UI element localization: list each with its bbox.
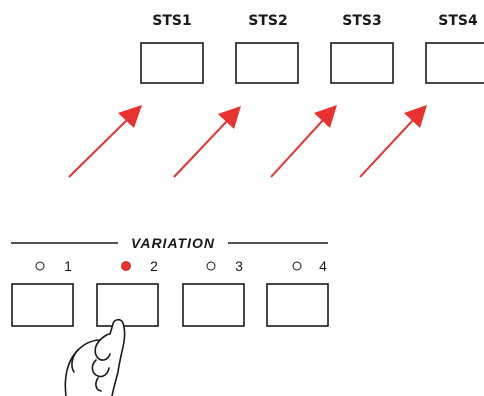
sts1-label: STS1 — [152, 13, 191, 29]
variation-4-number: 4 — [319, 258, 327, 274]
variation-2-button[interactable] — [96, 283, 159, 327]
arrow-icon-2 — [173, 106, 241, 178]
pointing-hand-icon — [64, 318, 126, 396]
arrow-icon-3 — [270, 105, 337, 178]
sts3-label: STS3 — [342, 13, 381, 29]
sts3-button[interactable] — [330, 42, 394, 84]
variation-4-led — [292, 261, 302, 271]
sts2-label: STS2 — [248, 13, 287, 29]
variation-2-led — [121, 261, 131, 271]
sts4-button[interactable] — [425, 42, 484, 84]
variation-3-led — [206, 261, 216, 271]
variation-3-button[interactable] — [182, 283, 245, 327]
variation-2-number: 2 — [150, 258, 158, 274]
sts4-label: STS4 — [438, 13, 478, 29]
variation-4-button[interactable] — [266, 283, 329, 327]
arrow-icon-1 — [68, 105, 142, 178]
variation-3-number: 3 — [235, 258, 243, 274]
sts2-button[interactable] — [235, 42, 299, 84]
arrow-icon-4 — [359, 105, 427, 178]
variation-1-led — [35, 261, 45, 271]
sts1-button[interactable] — [140, 42, 204, 84]
variation-1-button[interactable] — [11, 283, 74, 327]
variation-title: VARIATION — [131, 235, 215, 251]
variation-1-number: 1 — [64, 258, 72, 274]
